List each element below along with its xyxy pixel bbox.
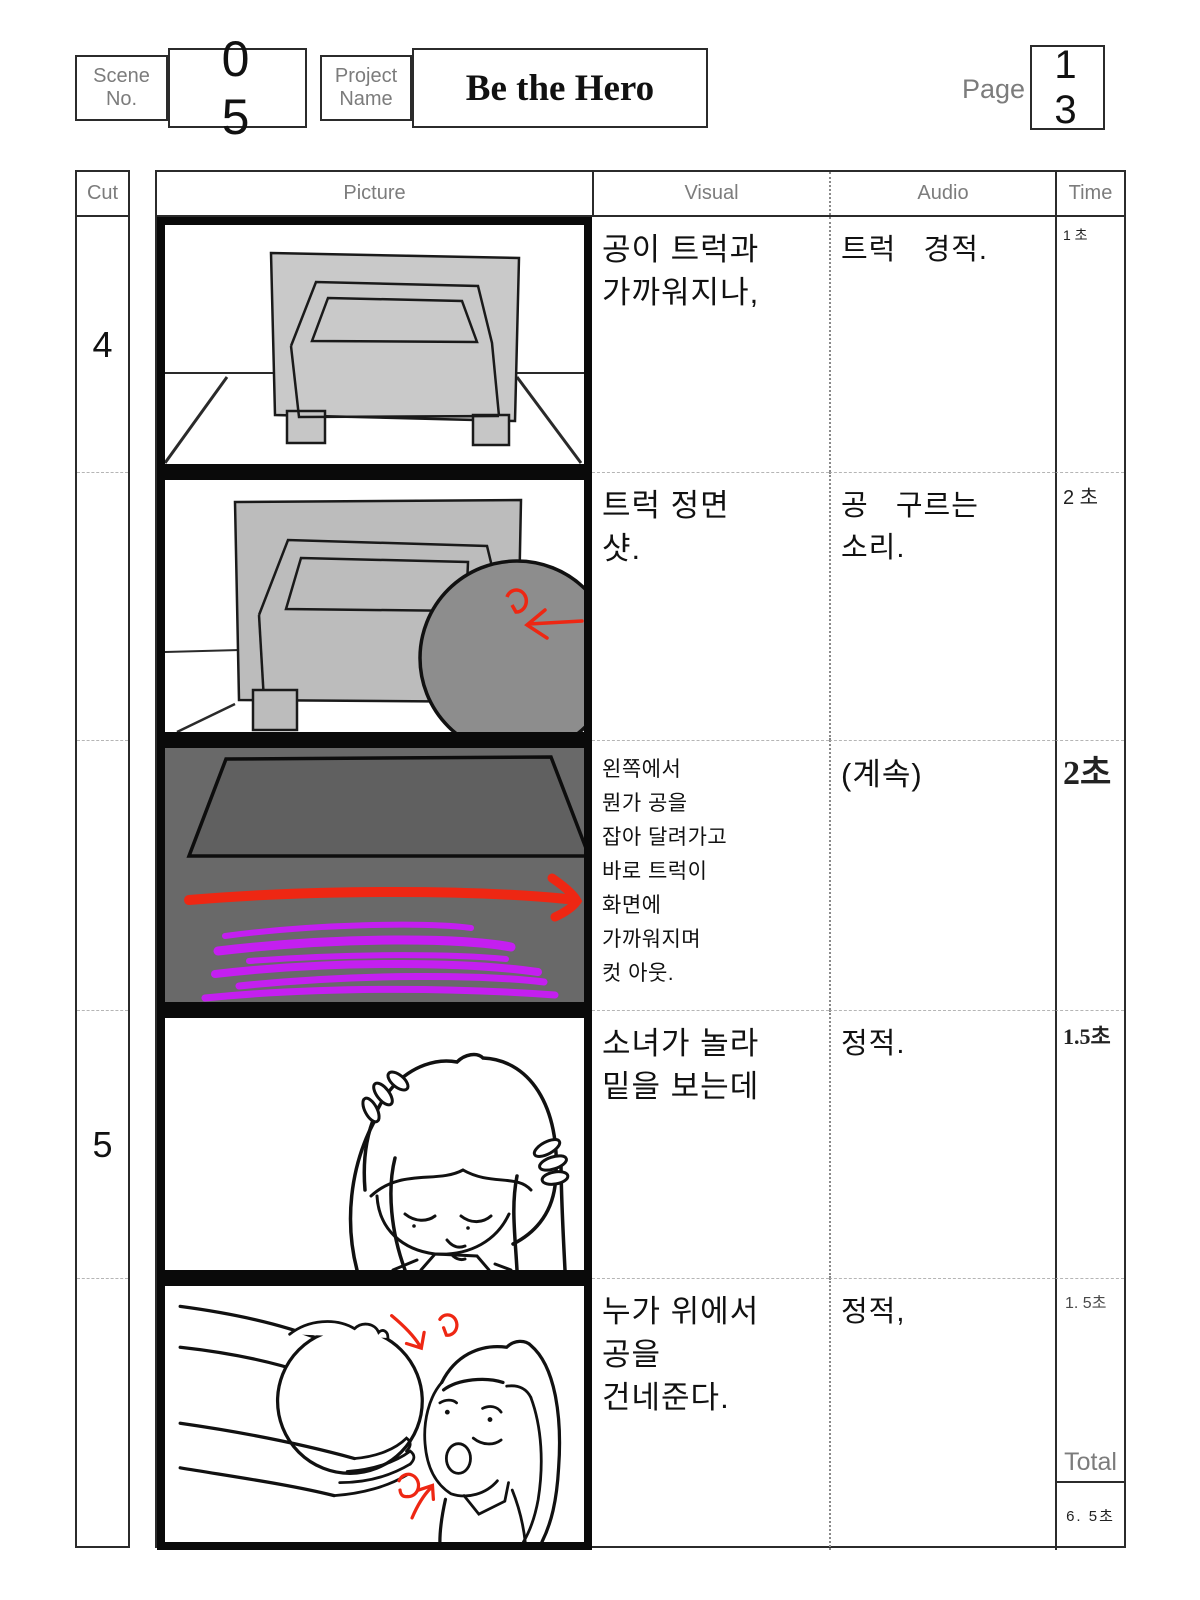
time-value-5: 1. 5초 — [1065, 1295, 1107, 1312]
visual-note-3: 왼쪽에서 뭔가 공을 잡아 달려가고 바로 트럭이 화면에 가까워지며 컷 아웃… — [592, 740, 829, 1010]
visual-note-4: 소녀가 놀라 밑을 보는데 — [592, 1010, 829, 1278]
time-value-2: 2 초 — [1055, 472, 1124, 740]
truck-front-with-ball-drawing — [165, 498, 584, 732]
picture-panel-4 — [157, 1010, 592, 1278]
storyboard-row-1: 공이 트럭과 가까워지나, 트럭 경적. 1 초 — [157, 217, 1124, 472]
visual-note-1: 공이 트럭과 가까워지나, — [602, 232, 760, 310]
total-value: 6. 5초 — [1057, 1481, 1124, 1550]
red-arrow-annotation — [524, 608, 584, 640]
total-label: Total — [1064, 1448, 1117, 1476]
storyboard-row-5: 누가 위에서 공을 건네준다. 정적, 1. 5초 Total 6. 5초 — [157, 1278, 1124, 1550]
cut-column-header: Cut — [77, 172, 128, 217]
audio-note-3: (계속) — [829, 740, 1055, 1010]
storyboard-row-3: 왼쪽에서 뭔가 공을 잡아 달려가고 바로 트럭이 화면에 가까워지며 컷 아웃… — [157, 740, 1124, 1010]
time-cell-5: 1. 5초 Total 6. 5초 — [1055, 1278, 1124, 1550]
girl-covering-head-drawing — [348, 1052, 570, 1270]
time-value-3: 2초 — [1055, 740, 1124, 1010]
storyboard-row-2: 트럭 정면 샷. 공 구르는 소리. 2 초 — [157, 472, 1124, 740]
purple-scribbles — [201, 921, 559, 1002]
visual-note-5: 누가 위에서 공을 건네준다. — [592, 1278, 829, 1550]
table-header-row: Picture Visual Audio Time — [157, 172, 1124, 217]
project-name-label: Project Name — [320, 55, 412, 121]
audio-note-5: 정적, — [829, 1278, 1055, 1550]
visual-column-header: Visual — [592, 172, 829, 215]
ball — [418, 559, 584, 732]
cut-number-row5 — [77, 1278, 128, 1546]
audio-column-header: Audio — [829, 172, 1055, 215]
audio-note-2: 공 구르는 소리. — [829, 472, 1055, 740]
truck-rear-view-drawing — [165, 251, 584, 464]
time-value-1: 1 초 — [1055, 217, 1124, 472]
project-title: Be the Hero — [412, 48, 708, 128]
cut-number-row4: 5 — [77, 1010, 128, 1278]
audio-note-4: 정적. — [829, 1010, 1055, 1278]
page-number: 1 3 — [1030, 43, 1105, 132]
dark-windshield-drawing — [165, 748, 584, 1002]
page-label: Page — [962, 74, 1026, 104]
cut-number-row1: 4 — [92, 323, 113, 365]
red-arrow-annotation — [184, 887, 572, 905]
storyboard-row-4: 소녀가 놀라 밑을 보는데 정적. 1.5초 — [157, 1010, 1124, 1278]
cut-number-row2 — [77, 472, 128, 740]
time-value-4: 1.5초 — [1055, 1010, 1124, 1278]
cut-column: Cut 4 5 — [75, 170, 130, 1548]
red-arrowhead — [547, 873, 583, 922]
red-circle-annotation — [505, 588, 529, 614]
time-column-header: Time — [1055, 172, 1124, 215]
storyboard-table: Picture Visual Audio Time 공이 — [155, 170, 1126, 1550]
hands-giving-ball-drawing — [178, 1304, 562, 1542]
picture-column-header: Picture — [343, 182, 406, 204]
scene-number: 0 5 — [168, 31, 307, 145]
visual-note-2: 트럭 정면 샷. — [592, 472, 829, 740]
cut-number-row3 — [77, 740, 128, 1010]
red-annotations — [390, 1313, 459, 1520]
picture-panel-5 — [157, 1278, 592, 1550]
picture-panel-2 — [157, 472, 592, 740]
scene-no-label: Scene No. — [75, 55, 168, 121]
picture-panel-1 — [157, 217, 592, 472]
audio-note-1: 트럭 경적. — [829, 217, 1055, 472]
picture-panel-3 — [157, 740, 592, 1010]
